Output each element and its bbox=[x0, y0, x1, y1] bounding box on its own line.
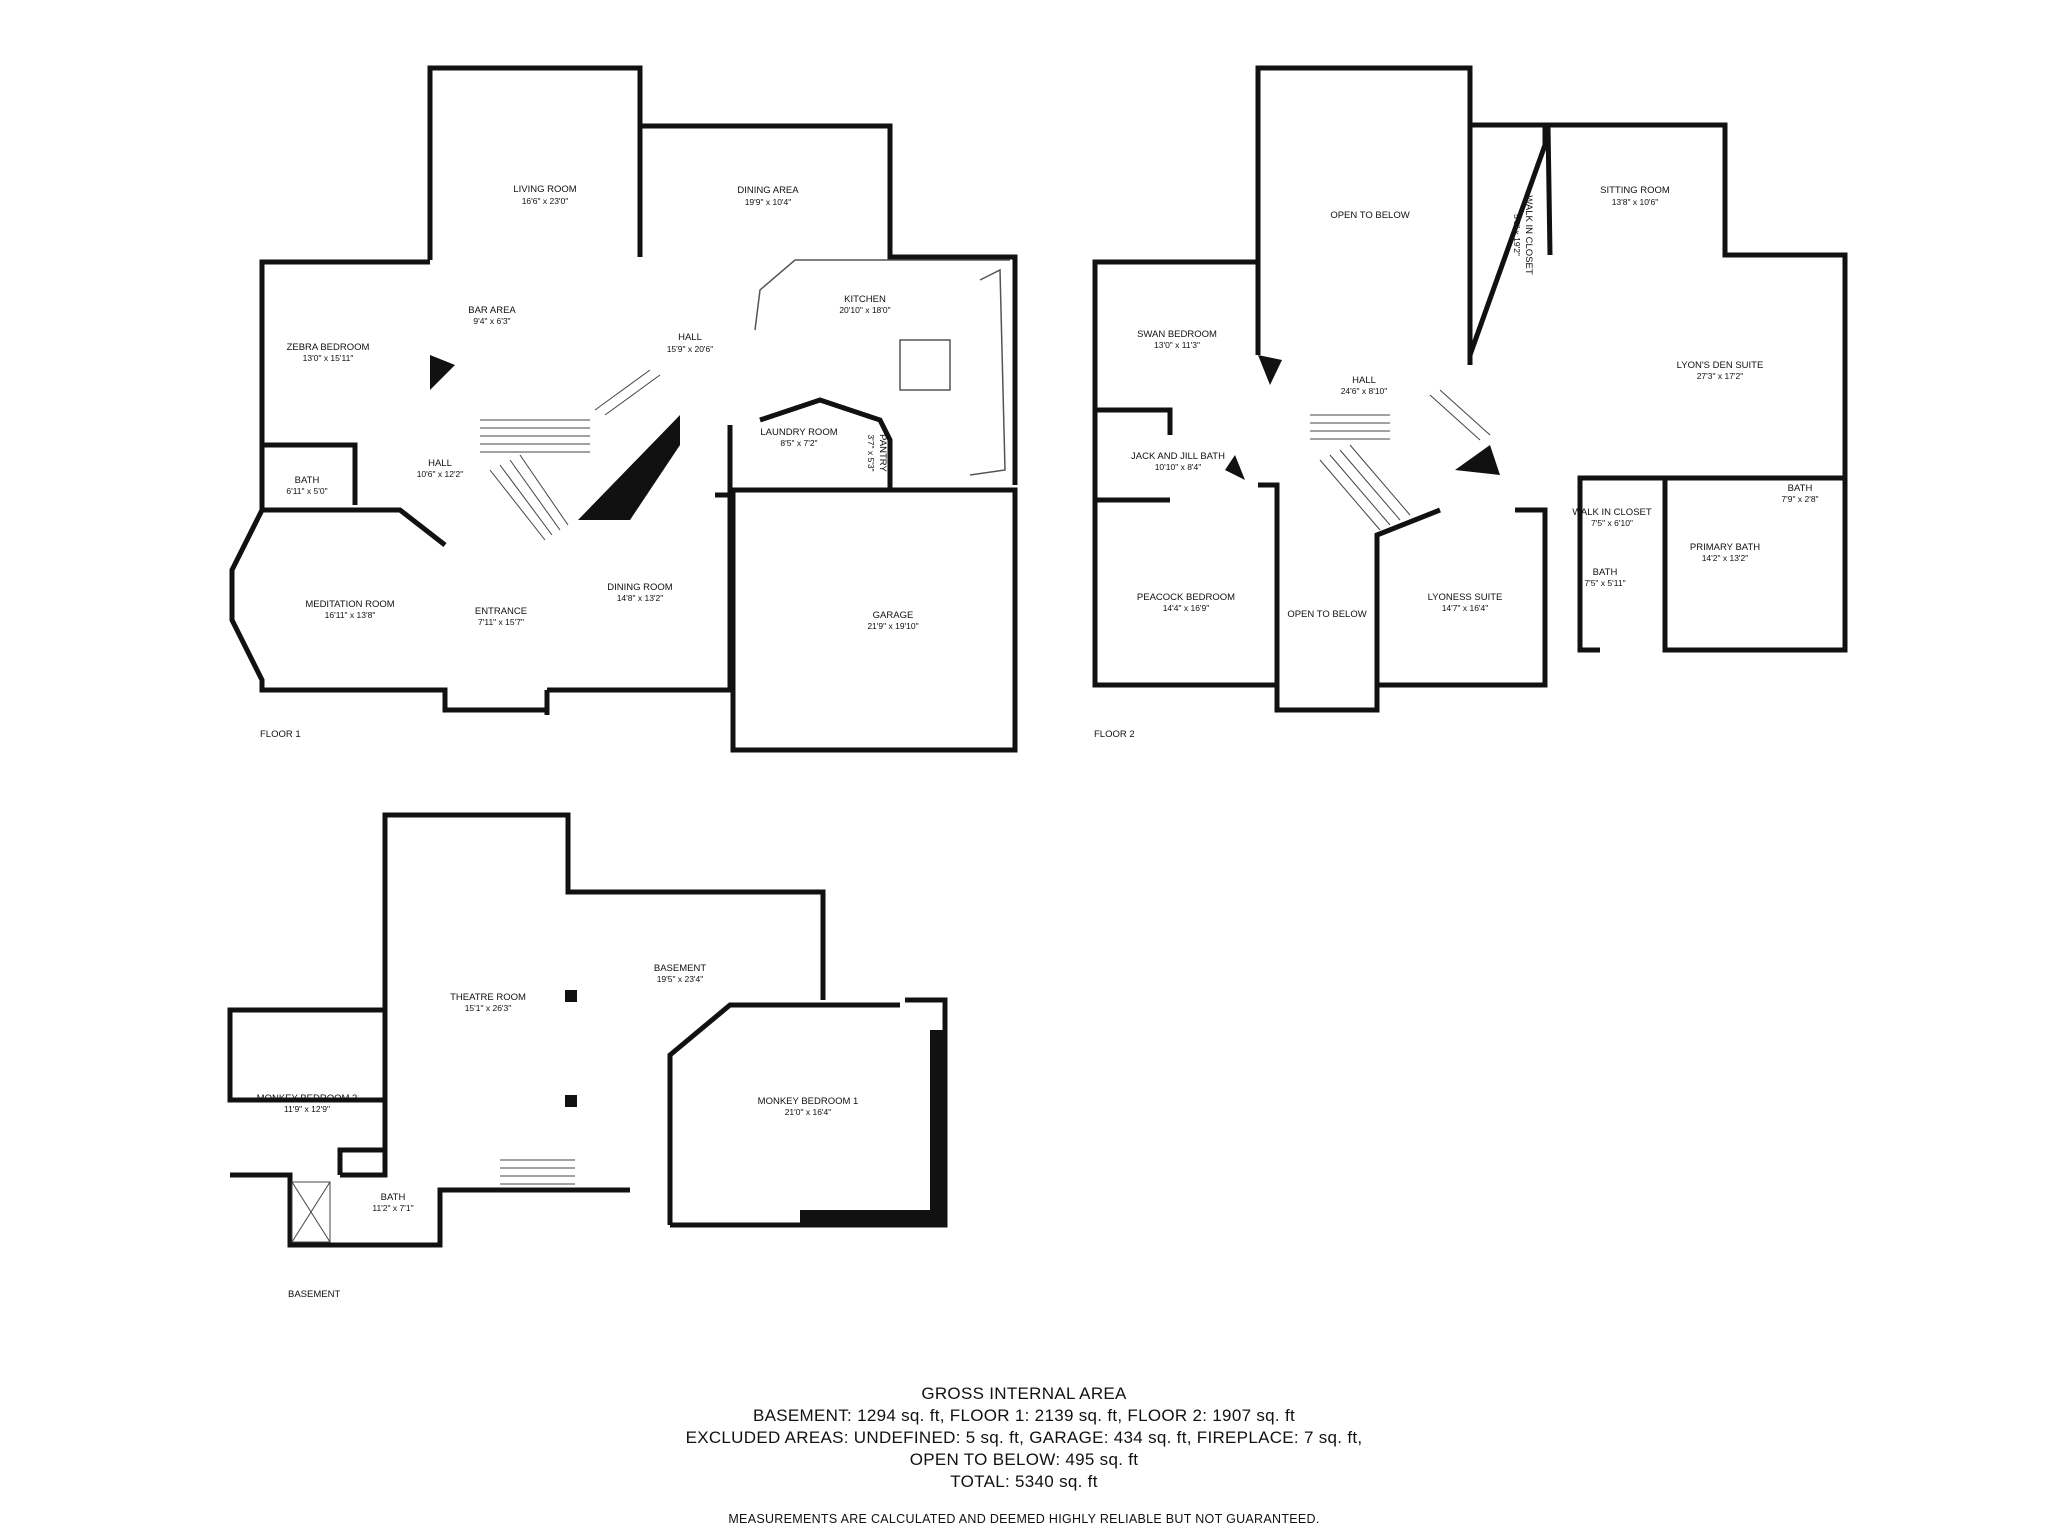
primary-bath-dims: 14'2" x 13'2" bbox=[1702, 553, 1749, 563]
floor-1-label: FLOOR 1 bbox=[260, 729, 301, 740]
gross-area-line-1: BASEMENT: 1294 sq. ft, FLOOR 1: 2139 sq.… bbox=[752, 1406, 1295, 1425]
bath-f1-name: BATH bbox=[295, 475, 320, 486]
dining-area-dims: 19'9" x 10'4" bbox=[745, 197, 792, 207]
basement-details bbox=[291, 990, 945, 1243]
open-to-below-top-name: OPEN TO BELOW bbox=[1330, 210, 1409, 221]
bath-f2-b-name: BATH bbox=[1593, 567, 1618, 578]
jack-jill-dims: 10'10" x 8'4" bbox=[1155, 462, 1202, 472]
walk-in-closet-name: WALK IN CLOSET bbox=[1572, 507, 1652, 518]
kitchen-name: KITCHEN bbox=[844, 294, 886, 305]
pantry-name: PANTRY bbox=[877, 434, 888, 472]
floor-1-kitchen-island bbox=[754, 259, 1010, 476]
bath-basement-name: BATH bbox=[381, 1192, 406, 1203]
sitting-room-dims: 13'8" x 10'6" bbox=[1612, 197, 1659, 207]
monkey-bedroom-1-dims: 21'0" x 16'4" bbox=[785, 1107, 832, 1117]
garage-dims: 21'9" x 19'10" bbox=[867, 621, 918, 631]
bath-f1-dims: 6'11" x 5'0" bbox=[286, 486, 327, 496]
walk-in-closet-vert-dims: 5'6" x 19'2" bbox=[1512, 214, 1522, 256]
floor-2-label: FLOOR 2 bbox=[1094, 729, 1135, 740]
pantry-dims: 3'7" x 5'3" bbox=[866, 434, 876, 471]
sitting-room-name: SITTING ROOM bbox=[1600, 185, 1670, 196]
hall-f1-upper-name: HALL bbox=[678, 332, 702, 343]
primary-bath-name: PRIMARY BATH bbox=[1690, 542, 1760, 553]
lyons-den-name: LYON'S DEN SUITE bbox=[1677, 360, 1764, 371]
bath-f2-small-name: BATH bbox=[1788, 483, 1813, 494]
kitchen-dims: 20'10" x 18'0" bbox=[839, 305, 890, 315]
laundry-room-dims: 8'5" x 7'2" bbox=[780, 438, 817, 448]
hall-f1-lower-name: HALL bbox=[428, 458, 452, 469]
bath-f2-b-dims: 7'5" x 5'11" bbox=[1584, 578, 1625, 588]
swan-bedroom-dims: 13'0" x 11'3" bbox=[1154, 340, 1200, 350]
floor-2-stairs bbox=[1225, 355, 1500, 531]
walk-in-closet-dims: 7'5" x 6'10" bbox=[1591, 518, 1633, 528]
basement-label: BASEMENT bbox=[288, 1289, 340, 1300]
basement-room-name: BASEMENT bbox=[654, 963, 706, 974]
dining-room-name: DINING ROOM bbox=[607, 582, 673, 593]
peacock-bedroom-dims: 14'4" x 16'9" bbox=[1163, 603, 1210, 613]
zebra-bedroom-dims: 13'0" x 15'11" bbox=[303, 353, 354, 363]
meditation-room-name: MEDITATION ROOM bbox=[305, 599, 394, 610]
floor-1-walls bbox=[229, 65, 1018, 753]
hall-f1-upper-dims: 15'9" x 20'6" bbox=[667, 344, 714, 354]
bar-area-name: BAR AREA bbox=[468, 305, 516, 316]
theatre-room-name: THEATRE ROOM bbox=[450, 992, 526, 1003]
gross-area-total: TOTAL: 5340 sq. ft bbox=[950, 1472, 1098, 1491]
monkey-bedroom-2-dims: 11'9" x 12'9" bbox=[284, 1104, 330, 1114]
peacock-bedroom-name: PEACOCK BEDROOM bbox=[1137, 592, 1235, 603]
monkey-bedroom-2-name: MONKEY BEDROOM 2 bbox=[257, 1093, 358, 1104]
lyoness-suite-name: LYONESS SUITE bbox=[1428, 592, 1503, 603]
swan-bedroom-name: SWAN BEDROOM bbox=[1137, 329, 1217, 340]
laundry-room-name: LAUNDRY ROOM bbox=[760, 427, 837, 438]
measurement-disclaimer: MEASUREMENTS ARE CALCULATED AND DEEMED H… bbox=[728, 1512, 1320, 1526]
open-to-below-bottom-name: OPEN TO BELOW bbox=[1287, 609, 1366, 620]
monkey-bedroom-1-name: MONKEY BEDROOM 1 bbox=[758, 1096, 859, 1107]
meditation-room-dims: 16'11" x 13'8" bbox=[325, 610, 376, 620]
theatre-room-dims: 15'1" x 26'3" bbox=[465, 1003, 512, 1013]
lyoness-suite-dims: 14'7" x 16'4" bbox=[1442, 603, 1489, 613]
walk-in-closet-vert-name: WALK IN CLOSET bbox=[1523, 195, 1534, 275]
floor-2-walls bbox=[1092, 65, 1848, 713]
bar-area-dims: 9'4" x 6'3" bbox=[473, 316, 510, 326]
hall-f2-dims: 24'6" x 8'10" bbox=[1341, 386, 1388, 396]
jack-jill-name: JACK AND JILL BATH bbox=[1131, 451, 1225, 462]
garage-name: GARAGE bbox=[873, 610, 914, 621]
basement-walls bbox=[227, 812, 948, 1248]
lyons-den-dims: 27'3" x 17'2" bbox=[1697, 371, 1744, 381]
zebra-bedroom-name: ZEBRA BEDROOM bbox=[287, 342, 370, 353]
entrance-name: ENTRANCE bbox=[475, 606, 527, 617]
dining-area-name: DINING AREA bbox=[737, 185, 799, 196]
gross-area-line-3: OPEN TO BELOW: 495 sq. ft bbox=[909, 1450, 1139, 1469]
living-room-name: LIVING ROOM bbox=[513, 184, 576, 195]
living-room-dims: 16'6" x 23'0" bbox=[522, 196, 569, 206]
floor-1-stairs bbox=[430, 355, 680, 541]
dining-room-dims: 14'8" x 13'2" bbox=[617, 593, 664, 603]
bath-f2-small-dims: 7'9" x 2'8" bbox=[1781, 494, 1818, 504]
gross-area-title: GROSS INTERNAL AREA bbox=[921, 1384, 1127, 1403]
basement-room-dims: 19'5" x 23'4" bbox=[657, 974, 704, 984]
bath-basement-dims: 11'2" x 7'1" bbox=[372, 1203, 413, 1213]
hall-f1-lower-dims: 10'6" x 12'2" bbox=[417, 469, 464, 479]
gross-area-line-2: EXCLUDED AREAS: UNDEFINED: 5 sq. ft, GAR… bbox=[685, 1428, 1363, 1447]
entrance-dims: 7'11" x 15'7" bbox=[478, 617, 524, 627]
hall-f2-name: HALL bbox=[1352, 375, 1376, 386]
